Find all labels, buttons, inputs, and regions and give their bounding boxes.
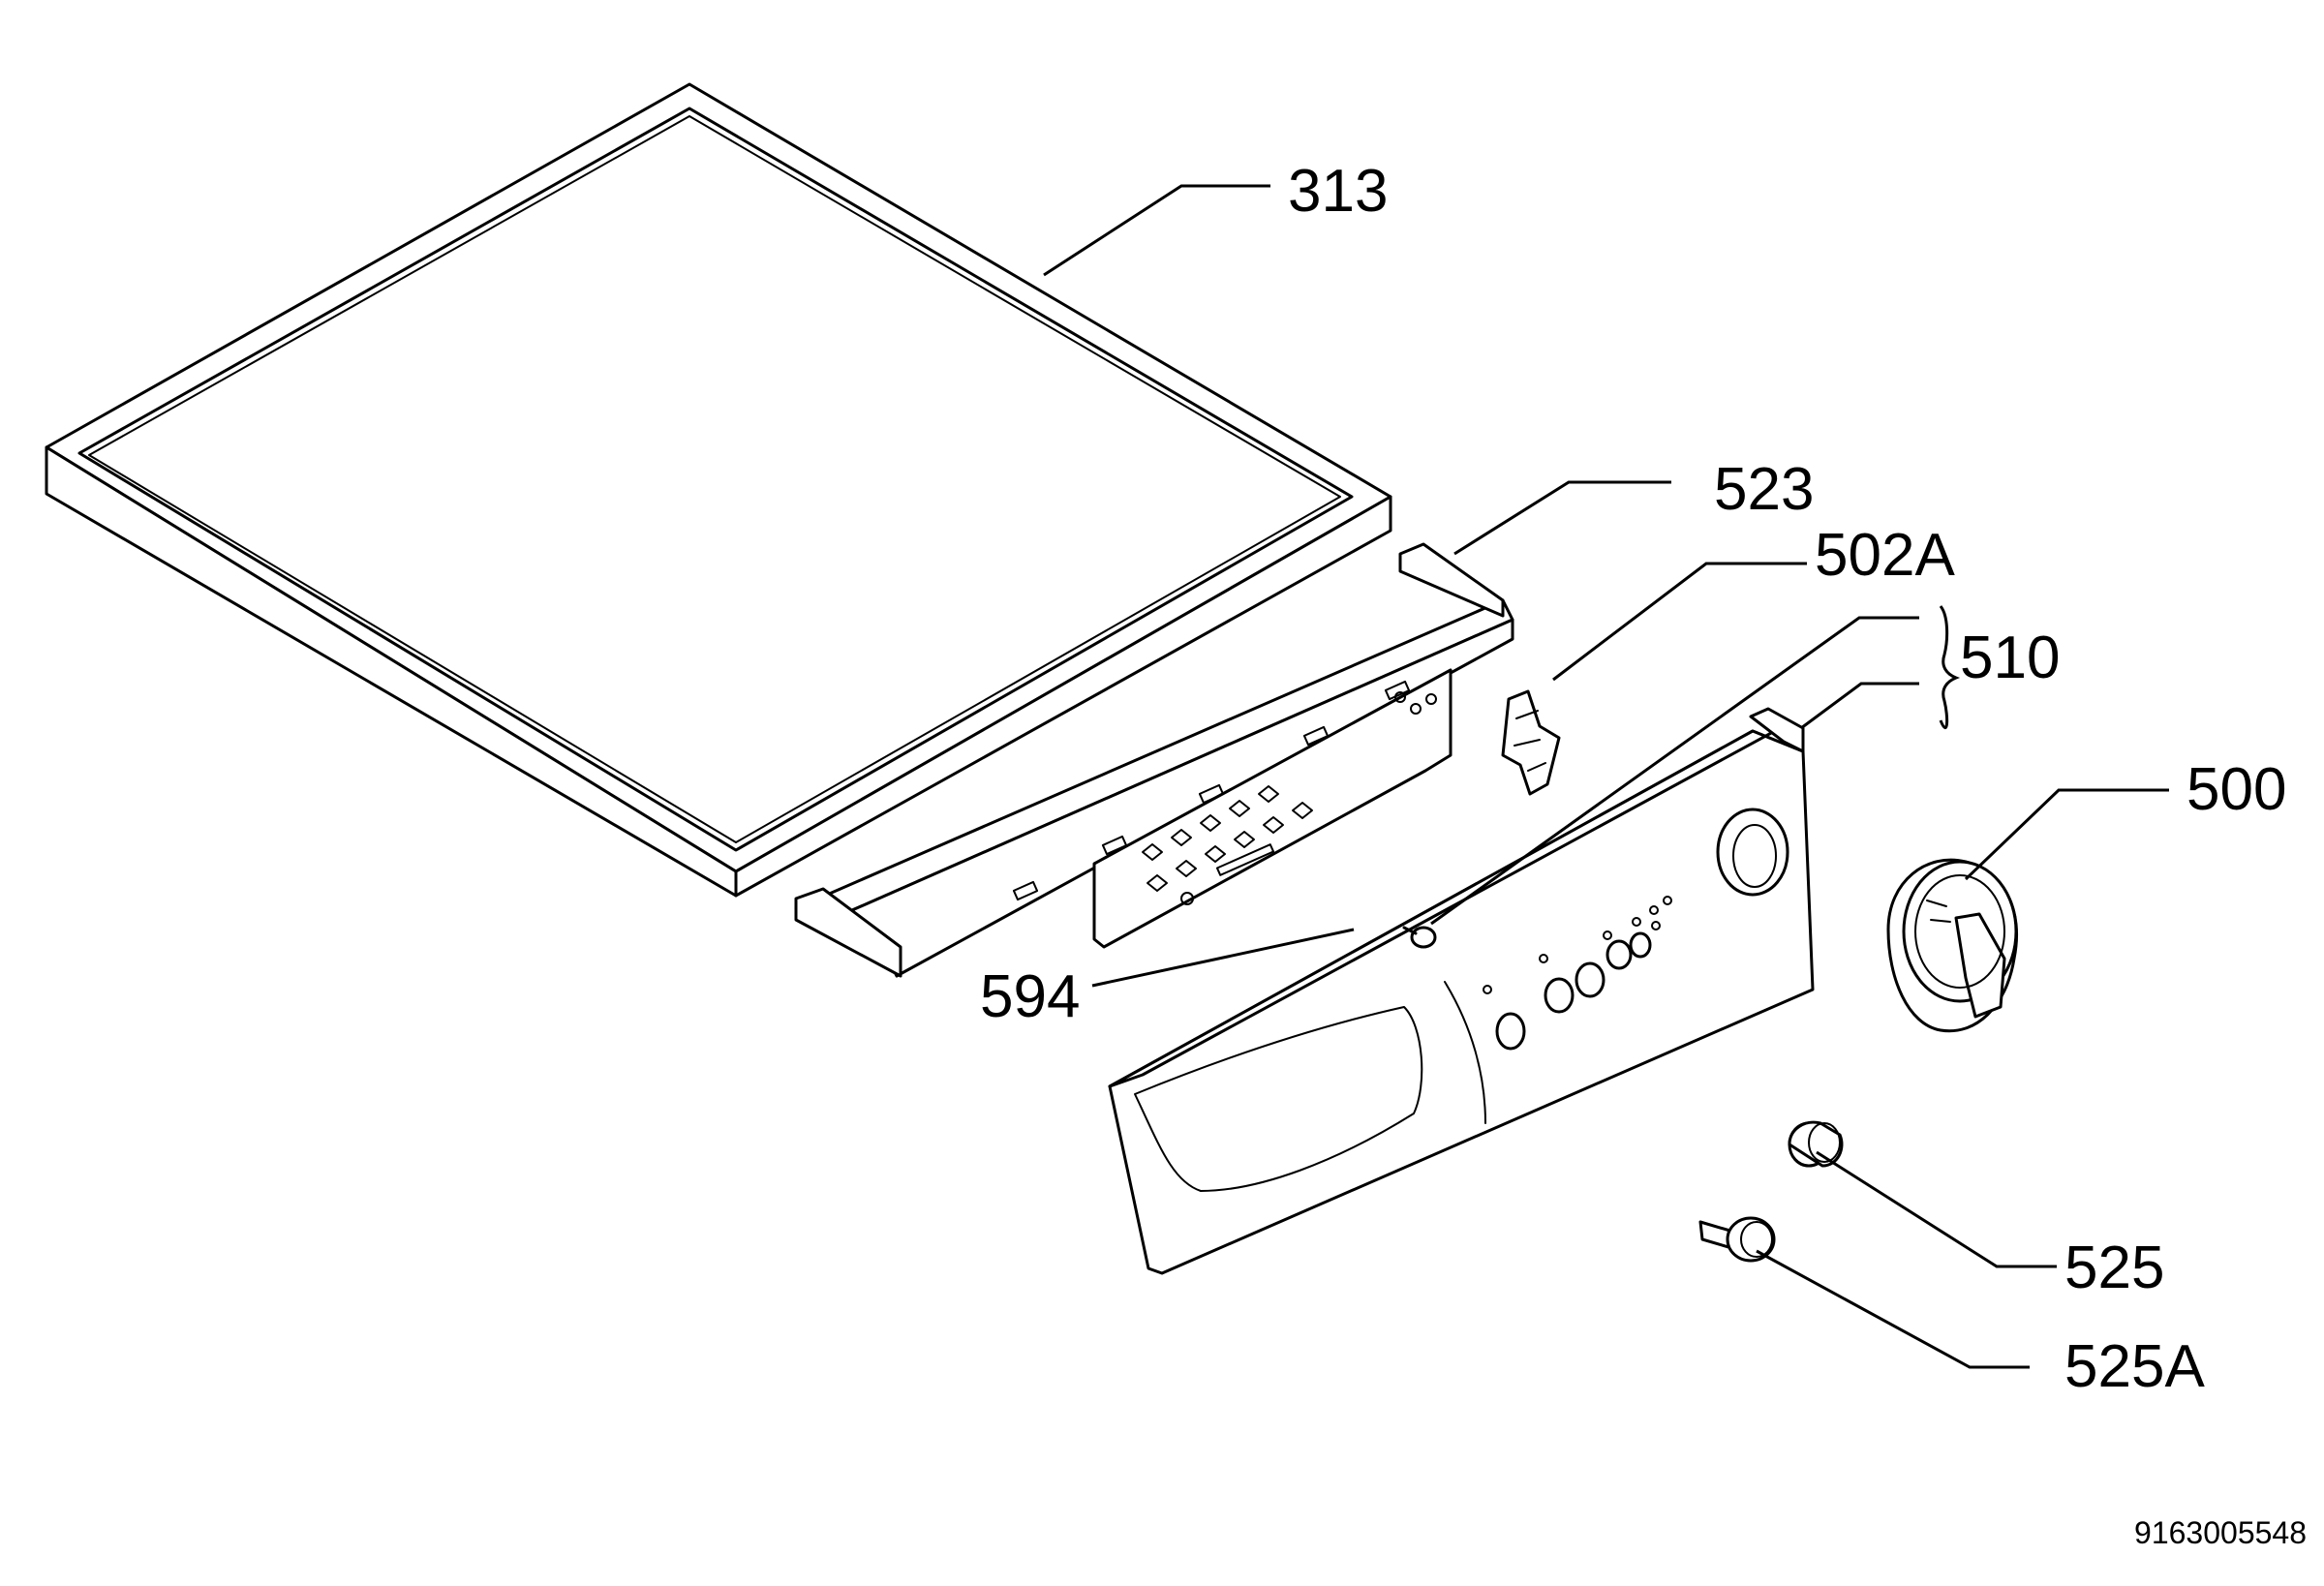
label-525: 525 [2064,1235,2164,1301]
part-clip-502a [1501,689,1561,796]
label-525a: 525A [2064,1333,2205,1400]
leader-lines [1043,184,2169,1369]
document-id: 9163005548 [2134,1515,2307,1550]
part-screw-594 [1402,926,1437,949]
label-502a: 502A [1815,522,1955,589]
part-lid-313 [45,82,1392,898]
part-panel-510 [1108,707,1815,1275]
part-rail-523 [794,542,1514,978]
part-knob-500 [1886,858,2019,1033]
part-button-pin-525a [1698,1216,1776,1263]
label-594: 594 [980,963,1080,1030]
label-510: 510 [1960,625,2060,691]
label-313: 313 [1288,158,1388,225]
label-500: 500 [2186,756,2286,823]
part-button-525 [1788,1120,1844,1168]
part-labels: 313 523 502A 510 500 594 525 525A 916300… [980,158,2307,1550]
label-523: 523 [1714,456,1814,523]
